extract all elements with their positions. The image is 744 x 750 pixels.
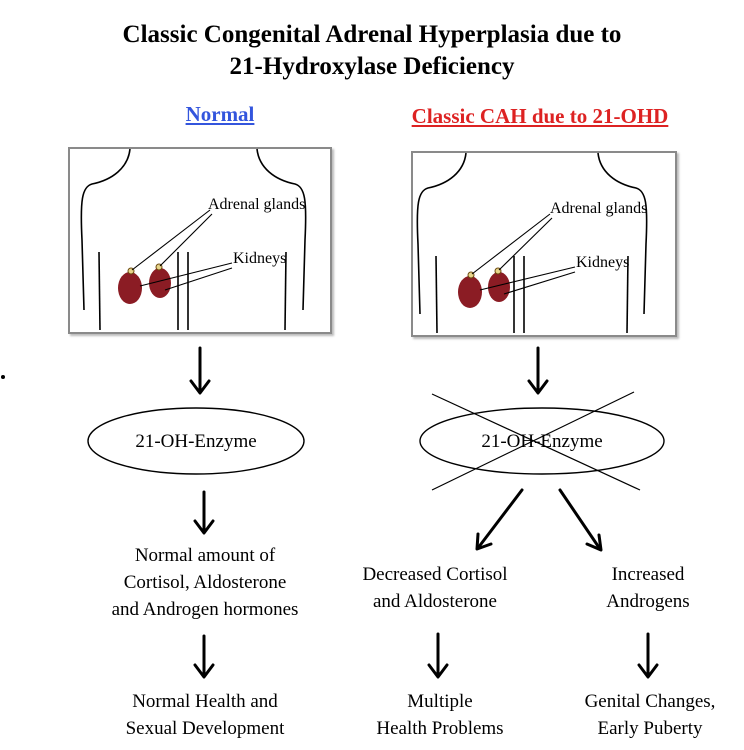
- normal-kidney-label: Kidneys: [233, 250, 287, 267]
- cah-adrenal-label: Adrenal glands: [550, 200, 648, 217]
- cah-body-outline: [416, 152, 648, 334]
- arrow-cah-enzyme-to-right: [558, 488, 603, 552]
- normal-outcome-text: Normal Health and Sexual Development: [60, 688, 350, 742]
- normal-heading: Normal: [185, 102, 255, 126]
- cah-kidney-right: [488, 267, 510, 302]
- normal-pointer-lines: [131, 209, 233, 291]
- normal-outcome-line-1: Normal Health and: [132, 691, 278, 712]
- cah-right-outcome-line-2: Early Puberty: [597, 718, 703, 739]
- arrow-cah-enzyme-to-left: [475, 488, 524, 551]
- cah-right-outcome-line-1: Genital Changes,: [584, 691, 716, 712]
- normal-result-line-1: Normal amount of: [134, 545, 276, 566]
- diagram-title-line2: 21-Hydroxylase Deficiency: [229, 53, 515, 80]
- diagram-title-line1: Classic Congenital Adrenal Hyperplasia d…: [122, 21, 622, 48]
- arrow-cah-body-to-enzyme: [527, 346, 549, 395]
- cah-left-outcome-text: Multiple Health Problems: [345, 688, 535, 742]
- cah-left-result-line-1: Decreased Cortisol: [362, 564, 508, 585]
- cah-pointer-lines: [471, 213, 576, 295]
- cah-right-outcome-text: Genital Changes, Early Puberty: [560, 688, 740, 742]
- normal-outcome-line-2: Sexual Development: [125, 718, 285, 739]
- stray-dot: [1, 375, 5, 379]
- cah-kidney-left: [458, 271, 482, 308]
- cah-left-outcome-line-1: Multiple: [407, 691, 473, 712]
- cah-enzyme-label: 21-OH-Enzyme: [481, 431, 603, 452]
- normal-body-panel: [68, 147, 332, 334]
- cah-body-panel: [411, 151, 677, 337]
- normal-kidney-left: [118, 267, 142, 304]
- normal-adrenal-label: Adrenal glands: [208, 196, 306, 213]
- cah-left-outcome-line-2: Health Problems: [376, 718, 504, 739]
- arrow-normal-enzyme-to-result: [193, 490, 215, 535]
- normal-result-line-2: Cortisol, Aldosterone: [123, 572, 287, 593]
- cah-heading: Classic CAH due to 21-OHD: [411, 104, 669, 128]
- normal-enzyme-ellipse: [87, 407, 305, 475]
- cah-kidney-label: Kidneys: [576, 254, 630, 271]
- normal-body-outline: [80, 148, 307, 331]
- arrow-normal-body-to-enzyme: [189, 346, 211, 395]
- cah-right-result-text: Increased Androgens: [568, 561, 728, 615]
- arrow-cah-right-to-outcome: [637, 632, 659, 679]
- normal-result-line-3: and Androgen hormones: [111, 599, 299, 620]
- normal-enzyme-label: 21-OH-Enzyme: [135, 431, 257, 452]
- cah-right-result-line-2: Androgens: [606, 591, 690, 612]
- arrow-cah-left-to-outcome: [427, 632, 449, 679]
- cah-left-result-line-2: and Aldosterone: [372, 591, 497, 612]
- normal-result-text: Normal amount of Cortisol, Aldosterone a…: [60, 542, 350, 623]
- cah-enzyme-ellipse: [419, 407, 665, 475]
- cah-left-result-text: Decreased Cortisol and Aldosterone: [345, 561, 525, 615]
- arrow-normal-result-to-outcome: [193, 634, 215, 679]
- cah-enzyme-cross: [431, 391, 641, 491]
- cah-right-result-line-1: Increased: [611, 564, 685, 585]
